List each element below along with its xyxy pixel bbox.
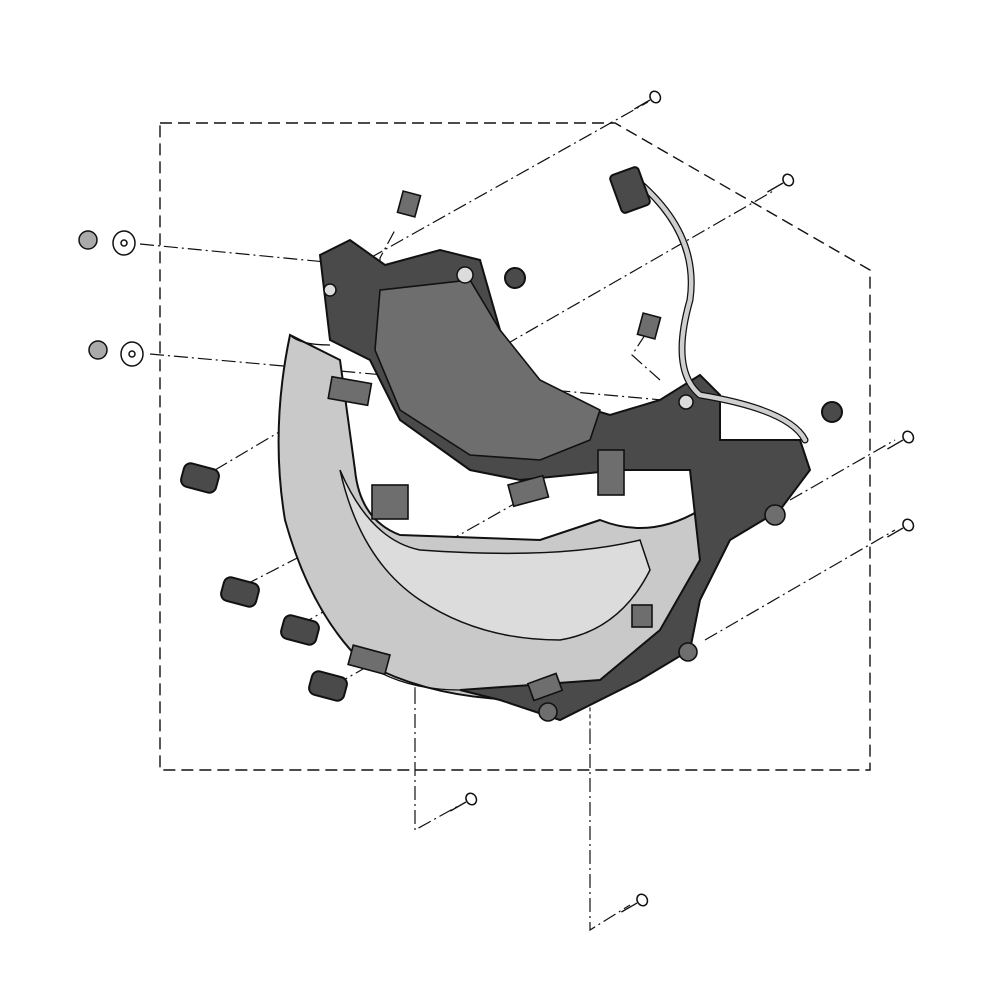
grommet-icon bbox=[821, 401, 843, 423]
screw-icon bbox=[767, 173, 795, 193]
headlight-unit bbox=[277, 238, 812, 722]
screws bbox=[450, 90, 915, 913]
grommet-icon bbox=[504, 267, 526, 289]
screw-icon bbox=[887, 518, 915, 538]
bolts-washers bbox=[78, 230, 144, 367]
screw-icon bbox=[634, 90, 662, 110]
rubber-seals bbox=[180, 462, 348, 702]
screw-icon bbox=[450, 792, 478, 812]
wire-harness bbox=[609, 166, 809, 444]
bolt-icon bbox=[78, 230, 98, 250]
screw-icon bbox=[887, 430, 915, 450]
seal-icon bbox=[280, 614, 320, 646]
seal-icon bbox=[220, 576, 260, 608]
bolt-icon bbox=[88, 340, 108, 360]
screw-icon bbox=[621, 893, 649, 913]
connector-icon bbox=[609, 166, 651, 214]
clip-nut-icon bbox=[636, 312, 662, 340]
clip-nut-icon bbox=[396, 190, 422, 218]
seal-icon bbox=[308, 670, 348, 702]
assembly-boundary bbox=[159, 122, 871, 771]
seal-icon bbox=[180, 462, 220, 494]
